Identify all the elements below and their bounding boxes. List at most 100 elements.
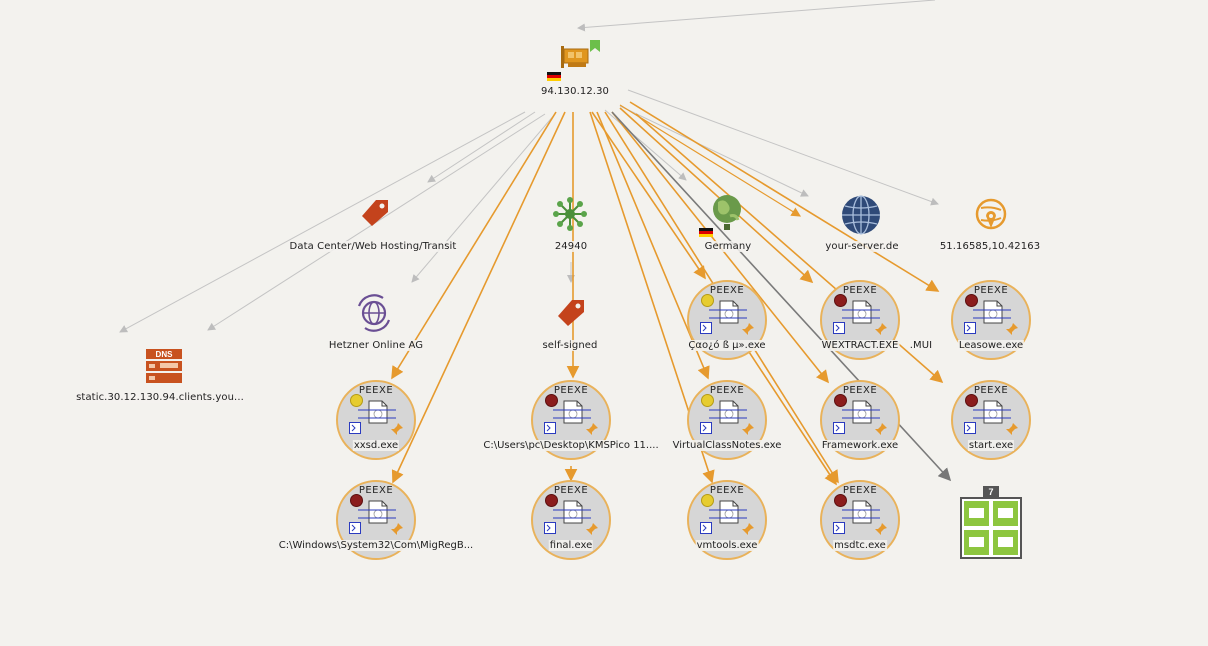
divider-lines (709, 509, 747, 519)
severity-indicator (545, 494, 558, 507)
file-type-label: PEEXE (553, 385, 589, 396)
file-type-label: PEEXE (842, 285, 878, 296)
center-ip-label: 94.130.12.30 (540, 86, 610, 97)
terminal-icon (964, 322, 976, 334)
severity-indicator (834, 394, 847, 407)
divider-lines (973, 309, 1011, 319)
file-node[interactable]: PEEXE Leasowe.exe (951, 280, 1031, 360)
file-node[interactable]: PEEXE VirtualClassNotes.exe (671, 380, 783, 460)
severity-indicator (834, 294, 847, 307)
file-node[interactable]: PEEXE msdtc.exe (820, 480, 900, 560)
divider-lines (553, 509, 591, 519)
severity-indicator (701, 394, 714, 407)
terminal-icon (700, 522, 712, 534)
asn-label: 24940 (553, 241, 589, 252)
file-name-label: msdtc.exe (833, 540, 887, 551)
file-node[interactable]: PEEXE start.exe (951, 380, 1031, 460)
severity-indicator (701, 494, 714, 507)
file-node[interactable]: PEEXE final.exe (531, 480, 611, 560)
germany-flag-icon (699, 224, 713, 242)
terminal-icon (964, 422, 976, 434)
file-name-label: Çαο¿ό ß µ».exe (687, 340, 767, 351)
severity-indicator (350, 394, 363, 407)
location-pin-icon[interactable] (975, 198, 1007, 237)
germany-flag-icon (547, 68, 561, 86)
org-label: Hetzner Online AG (327, 340, 425, 351)
file-type-label: PEEXE (842, 385, 878, 396)
domain-label: your-server.de (824, 241, 900, 252)
file-name-label: Leasowe.exe (957, 340, 1025, 351)
pin-icon (391, 523, 403, 535)
network-card-icon[interactable] (560, 40, 596, 76)
severity-indicator (545, 394, 558, 407)
file-name-label: Framework.exe (820, 440, 900, 451)
dns-server-icon[interactable]: DNS (145, 348, 183, 389)
divider-lines (842, 309, 880, 319)
file-node[interactable]: PEEXE C:\Windows\System32\Com\MigRegB... (277, 480, 475, 560)
file-name-label: vmtools.exe (695, 540, 759, 551)
file-name-label: VirtualClassNotes.exe (671, 440, 783, 451)
terminal-icon (700, 322, 712, 334)
terminal-icon (544, 522, 556, 534)
pin-icon (742, 523, 754, 535)
file-type-label: PEEXE (842, 485, 878, 496)
file-node[interactable]: PEEXE xxsd.exe (336, 380, 416, 460)
divider-lines (553, 409, 591, 419)
terminal-icon (544, 422, 556, 434)
file-group-icon[interactable] (960, 497, 1022, 564)
severity-indicator (965, 294, 978, 307)
severity-indicator (834, 494, 847, 507)
pin-icon (742, 423, 754, 435)
terminal-icon (700, 422, 712, 434)
file-node[interactable]: PEEXE C:\Users\pc\Desktop\KMSPico 11.... (482, 380, 660, 460)
dns-badge-text: DNS (156, 350, 174, 359)
file-type-label: PEEXE (709, 385, 745, 396)
pin-icon (586, 523, 598, 535)
file-name-label: final.exe (548, 540, 594, 551)
asn-network-icon[interactable] (552, 196, 588, 237)
file-type-label: PEEXE (709, 485, 745, 496)
partial-label: .MUI (908, 340, 934, 351)
pin-icon (875, 523, 887, 535)
pin-icon (586, 423, 598, 435)
file-type-label: PEEXE (973, 285, 1009, 296)
terminal-icon (833, 422, 845, 434)
file-type-label: PEEXE (973, 385, 1009, 396)
file-node[interactable]: PEEXE vmtools.exe (687, 480, 767, 560)
severity-indicator (350, 494, 363, 507)
pin-icon (875, 423, 887, 435)
file-node[interactable]: PEEXE Framework.exe (820, 380, 900, 460)
file-node[interactable]: PEEXE Çαο¿ό ß µ».exe (687, 280, 767, 360)
organization-www-icon[interactable] (355, 294, 393, 337)
file-type-label: PEEXE (553, 485, 589, 496)
file-name-label: xxsd.exe (352, 440, 400, 451)
dns-label: static.30.12.130.94.clients.you... (75, 392, 245, 403)
divider-lines (709, 309, 747, 319)
file-name-label: C:\Windows\System32\Com\MigRegB... (277, 540, 475, 551)
terminal-icon (349, 422, 361, 434)
file-name-label: WEXTRACT.EXE (820, 340, 900, 351)
file-type-label: PEEXE (358, 385, 394, 396)
country-globe-icon[interactable] (710, 194, 744, 237)
divider-lines (358, 409, 396, 419)
file-type-label: PEEXE (709, 285, 745, 296)
terminal-icon (833, 322, 845, 334)
file-name-label: start.exe (967, 440, 1015, 451)
coords-label: 51.16585,10.42163 (938, 241, 1042, 252)
certificate-tag-icon[interactable] (554, 296, 588, 335)
severity-indicator (701, 294, 714, 307)
pin-icon (1006, 323, 1018, 335)
country-label: Germany (703, 241, 753, 252)
bookmark-icon[interactable] (590, 39, 600, 57)
file-type-label: PEEXE (358, 485, 394, 496)
divider-lines (842, 409, 880, 419)
file-node[interactable]: PEEXE WEXTRACT.EXE (820, 280, 900, 360)
category-label: Data Center/Web Hosting/Transit (288, 241, 458, 252)
divider-lines (973, 409, 1011, 419)
tag-icon[interactable] (358, 196, 392, 235)
terminal-icon (349, 522, 361, 534)
severity-indicator (965, 394, 978, 407)
terminal-icon (833, 522, 845, 534)
domain-globe-icon[interactable] (841, 195, 881, 240)
file-name-label: C:\Users\pc\Desktop\KMSPico 11.... (482, 440, 660, 451)
